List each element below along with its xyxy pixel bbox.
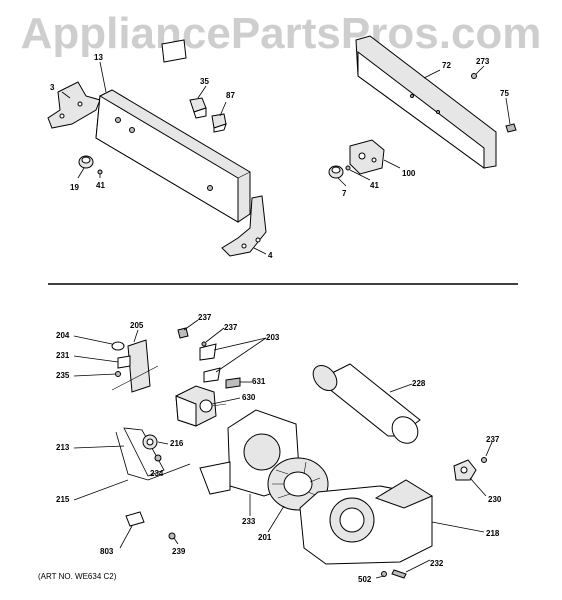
- part-bracket-205: [111, 339, 159, 393]
- part-switch-87: [211, 113, 227, 133]
- part-motor-630: [175, 385, 227, 427]
- part-bracket-231: [117, 355, 131, 369]
- part-screw-237a: [177, 327, 189, 339]
- part-screw-235: [115, 371, 121, 377]
- callout-237-b: 237: [224, 323, 238, 332]
- part-connector-631: [225, 377, 241, 389]
- callout-502: 502: [358, 575, 372, 584]
- part-screw-237b: [201, 341, 207, 347]
- part-switch-803: [125, 511, 145, 527]
- callout-237-a: 237: [198, 313, 212, 322]
- callout-41-right: 41: [370, 181, 379, 190]
- callout-233: 233: [242, 517, 256, 526]
- callout-203: 203: [266, 333, 280, 342]
- callout-3: 3: [50, 83, 55, 92]
- part-control-panel: [95, 89, 251, 223]
- part-screw-237c: [481, 457, 487, 463]
- callout-218: 218: [486, 529, 500, 538]
- part-screw-239: [168, 532, 176, 540]
- part-screw-41a: [97, 169, 103, 175]
- callout-72: 72: [442, 61, 451, 70]
- part-screw-502: [381, 571, 387, 577]
- callout-232: 232: [430, 559, 444, 568]
- callout-201: 201: [258, 533, 272, 542]
- watermark-text: AppliancePartsPros.com: [20, 9, 542, 58]
- callout-630: 630: [242, 393, 256, 402]
- part-endcap-right: [221, 195, 267, 257]
- callout-231: 231: [56, 351, 70, 360]
- part-label-small: [161, 39, 187, 63]
- part-spring-215: [115, 431, 191, 481]
- part-bracket-230: [453, 459, 477, 481]
- callout-75: 75: [500, 89, 509, 98]
- callout-239: 239: [172, 547, 186, 556]
- callout-13: 13: [94, 53, 103, 62]
- callout-230: 230: [488, 495, 502, 504]
- part-timer-100: [349, 139, 385, 175]
- callout-237-c: 237: [486, 435, 500, 444]
- callout-803: 803: [100, 547, 114, 556]
- part-endcap-left: [47, 81, 101, 129]
- callout-labels: 3 13 35 87 19 41 4 72 273 75 100 7 41 20…: [50, 53, 509, 584]
- callout-631: 631: [252, 377, 266, 386]
- part-blower-housing-218: [299, 479, 434, 565]
- part-screw-273: [471, 73, 477, 79]
- callout-234: 234: [150, 469, 164, 478]
- part-knob-7: [328, 165, 344, 179]
- part-switch-35: [189, 97, 207, 119]
- part-screw-41b: [345, 165, 351, 171]
- callout-100: 100: [402, 169, 416, 178]
- callout-228: 228: [412, 379, 426, 388]
- art-number: (ART NO. WE634 C2): [38, 572, 117, 581]
- callout-213: 213: [56, 443, 70, 452]
- part-belt-213: [123, 427, 165, 477]
- callout-7: 7: [342, 189, 347, 198]
- part-clip-204: [111, 341, 125, 351]
- callout-235: 235: [56, 371, 70, 380]
- callout-215: 215: [56, 495, 70, 504]
- part-duct-228: [312, 363, 421, 444]
- callout-19: 19: [70, 183, 79, 192]
- callout-205: 205: [130, 321, 144, 330]
- part-clamp-203: [199, 343, 221, 383]
- callout-87: 87: [226, 91, 235, 100]
- callout-216: 216: [170, 439, 184, 448]
- part-rear-panel: [355, 35, 497, 169]
- part-pulley-216: [142, 434, 158, 450]
- callout-35: 35: [200, 77, 209, 86]
- callout-4: 4: [268, 251, 273, 260]
- part-knob: [78, 155, 94, 169]
- part-screw-234: [154, 454, 162, 462]
- callout-41-top: 41: [96, 181, 105, 190]
- callout-204: 204: [56, 331, 70, 340]
- callout-273: 273: [476, 57, 490, 66]
- part-screw-232: [391, 569, 407, 579]
- leader-lines: [61, 61, 511, 579]
- part-screw-75: [505, 123, 517, 133]
